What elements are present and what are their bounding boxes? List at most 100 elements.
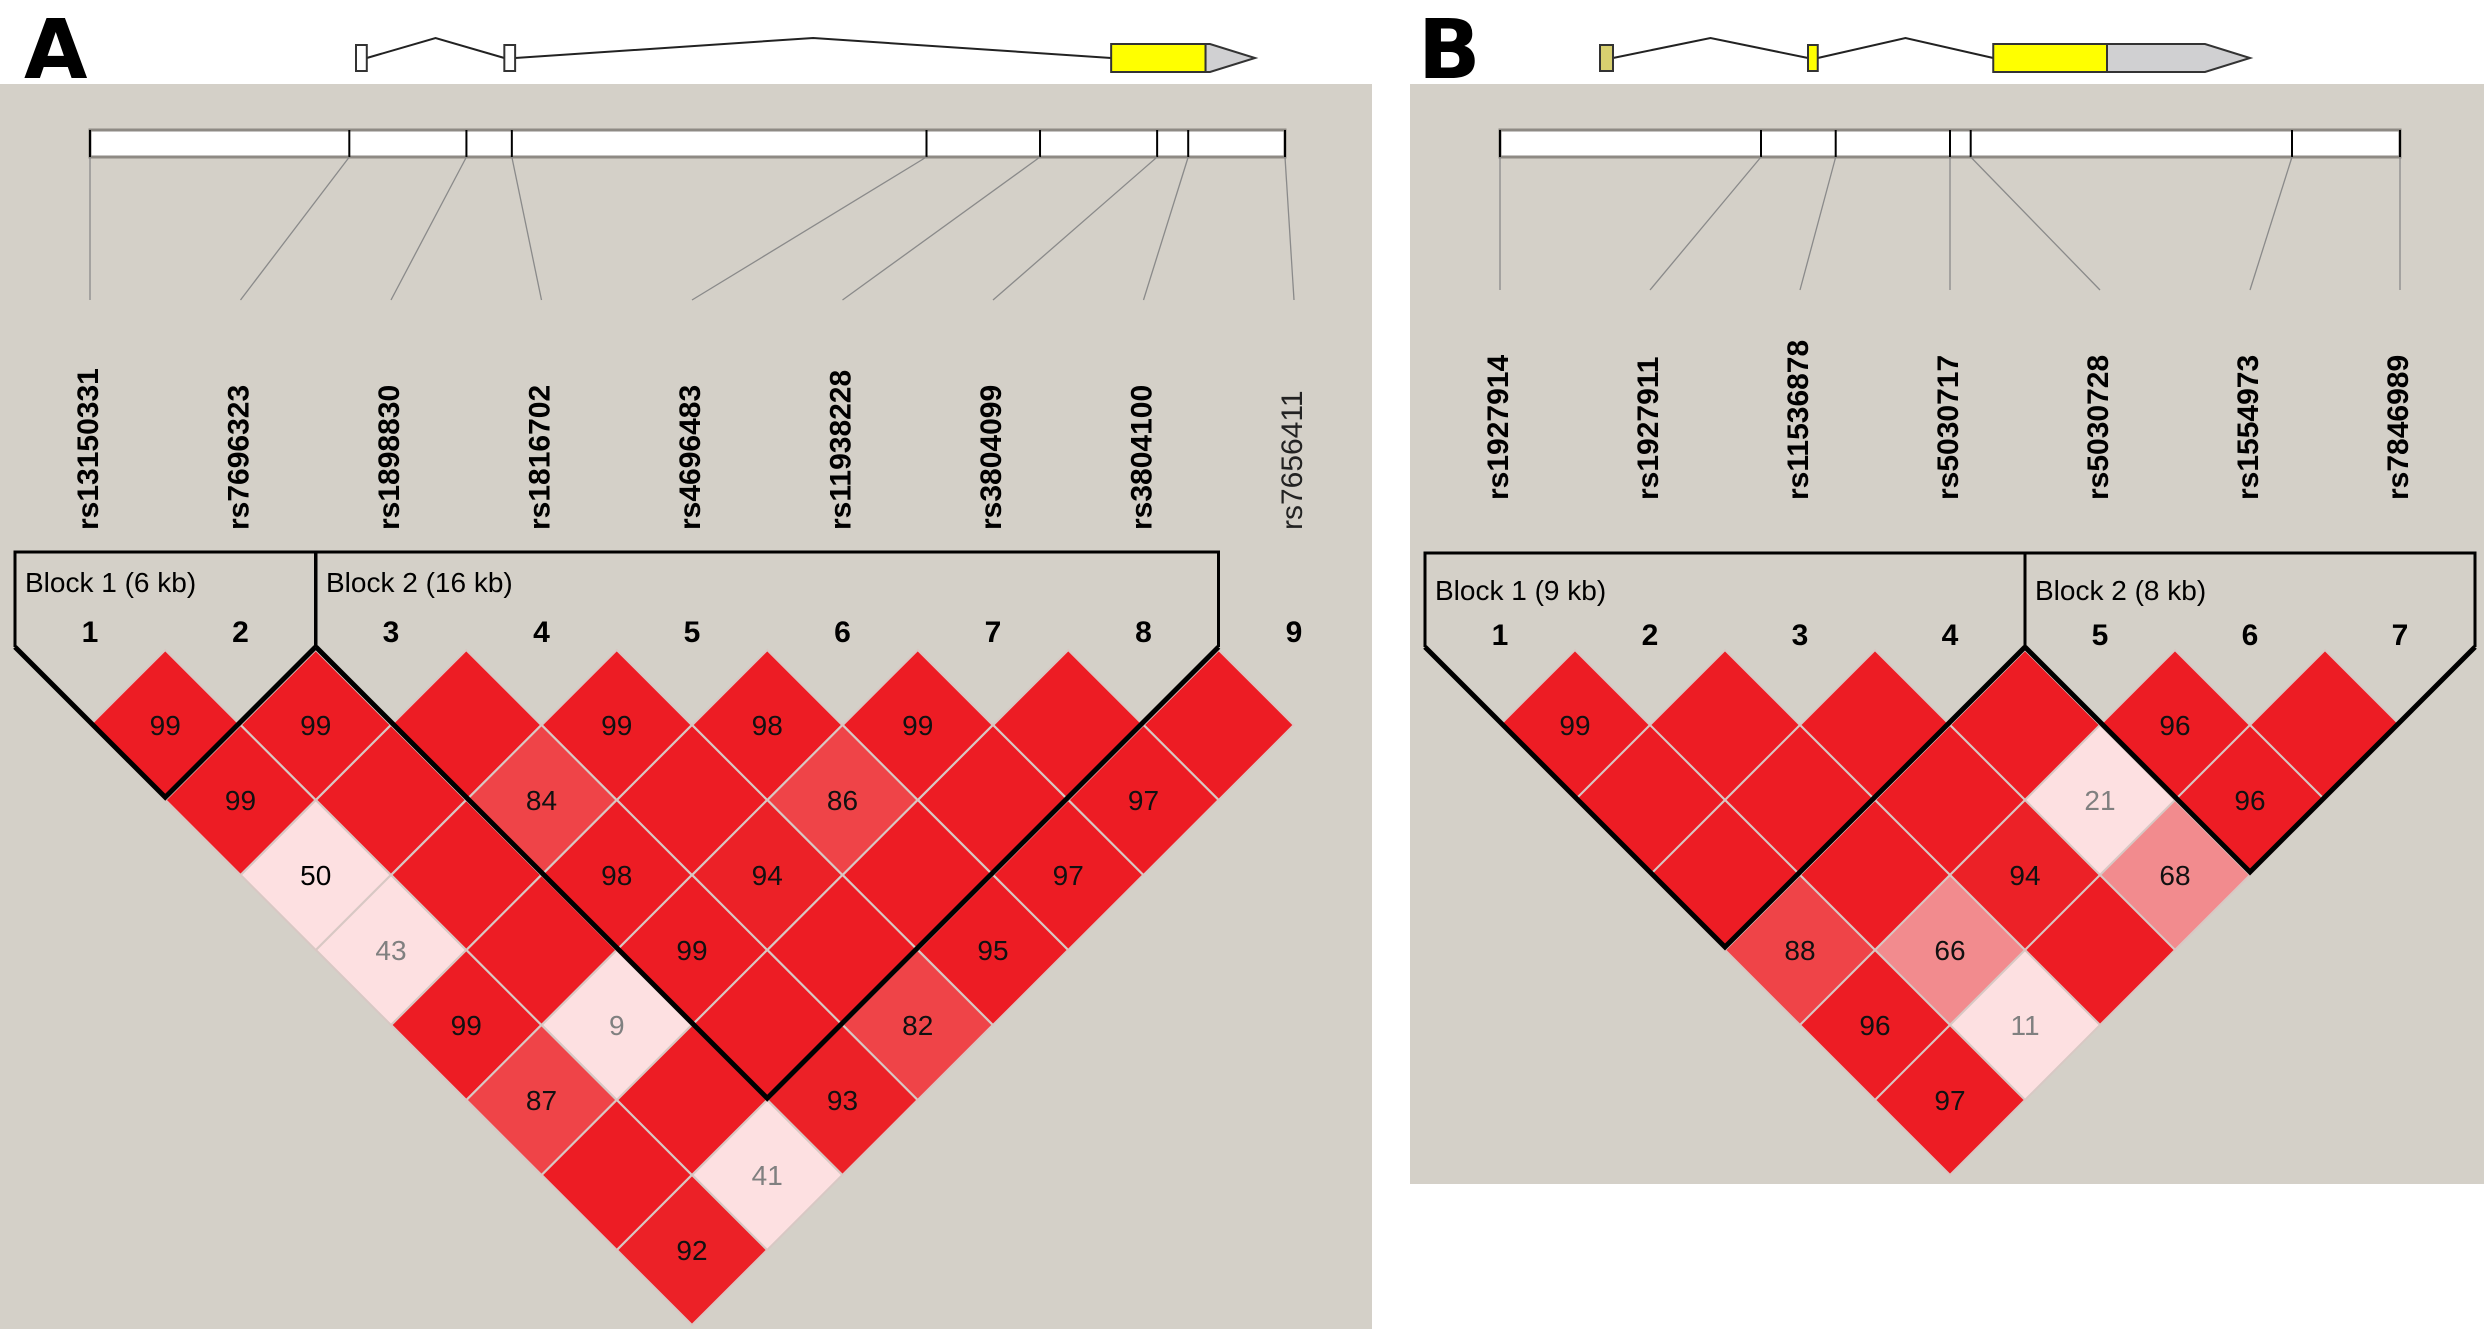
ld-value-label: 99 — [676, 935, 707, 966]
ld-value-label: 94 — [2009, 860, 2040, 891]
intron-line — [1817, 36, 1994, 59]
ld-value-label: 99 — [601, 710, 632, 741]
snp-index-label: 6 — [2242, 619, 2259, 652]
snp-label: rs1816702 — [524, 385, 557, 530]
ld-value-label: 99 — [150, 710, 181, 741]
snp-index-label: 6 — [834, 616, 851, 649]
block-label: Block 1 (6 kb) — [25, 567, 196, 598]
ld-value-label: 93 — [827, 1085, 858, 1116]
snp-index-label: 3 — [1792, 619, 1809, 652]
ld-value-label: 11 — [2010, 1010, 2039, 1041]
ld-value-label: 84 — [526, 785, 557, 816]
ld-value-label: 92 — [676, 1235, 707, 1266]
ld-value-label: 88 — [1784, 935, 1815, 966]
snp-connector — [1970, 156, 2101, 291]
ld-value-label: 96 — [2234, 785, 2265, 816]
snp-label: rs1927911 — [1632, 357, 1665, 501]
block-outline-triangle — [2023, 645, 2477, 876]
exon-2 — [503, 44, 517, 72]
ld-value-label: 99 — [1559, 710, 1590, 741]
snp-label: rs5030728 — [2082, 355, 2115, 500]
snp-label: rs7656411 — [1276, 390, 1309, 530]
snp-label: rs3804100 — [1126, 385, 1159, 530]
snp-index-label: 5 — [2092, 619, 2109, 652]
ld-value-label: 98 — [601, 860, 632, 891]
snp-index-label: 4 — [1942, 619, 1959, 652]
position-bar — [88, 128, 1287, 159]
ld-value-label: 99 — [225, 785, 256, 816]
ld-value-label: 66 — [1934, 935, 1965, 966]
snp-index-label: 4 — [533, 616, 550, 649]
snp-index-label: 7 — [985, 616, 1002, 649]
ld-value-label: 97 — [1128, 785, 1159, 816]
exon-3 — [1110, 43, 1207, 73]
snp-index-label: 3 — [383, 616, 400, 649]
snp-connector — [390, 156, 467, 301]
ld-value-label: 99 — [451, 1010, 482, 1041]
panel-a: rs13150331 rs7696323 rs1898830 rs1816702 rs4… — [0, 36, 1372, 1329]
snp-connector — [1284, 156, 1295, 301]
snp-connector — [2249, 156, 2293, 291]
block-label: Block 2 (8 kb) — [2035, 575, 2206, 606]
block-label: Block 2 (16 kb) — [326, 567, 513, 598]
block-label: Block 1 (9 kb) — [1435, 575, 1606, 606]
ld-cell — [1873, 1023, 2027, 1177]
ld-value-label: 97 — [1934, 1085, 1965, 1116]
ld-value-label: 95 — [977, 935, 1008, 966]
exon-2 — [1807, 44, 1819, 72]
snp-index-label: 8 — [1135, 616, 1152, 649]
ld-value-label: 98 — [752, 710, 783, 741]
snp-index-label: 2 — [1642, 619, 1659, 652]
snp-label: rs1554973 — [2232, 355, 2265, 500]
ld-value-label: 86 — [827, 785, 858, 816]
snp-connector — [842, 156, 1041, 301]
ld-value-label: 68 — [2159, 860, 2190, 891]
exon-1 — [355, 44, 368, 72]
snp-label: rs5030717 — [1932, 355, 1965, 500]
block-outline-top — [314, 550, 1220, 647]
snp-connector — [691, 156, 927, 301]
snp-index-label: 2 — [232, 616, 249, 649]
panel-label-a: A — [24, 3, 88, 98]
snp-label: rs7696323 — [223, 385, 256, 530]
snp-connector — [1142, 156, 1189, 301]
ld-value-label: 94 — [752, 860, 783, 891]
exon-3 — [1992, 43, 2108, 73]
snp-label: rs4696483 — [674, 385, 707, 530]
snp-index-label: 9 — [1286, 616, 1303, 649]
panel-b: rs1927914 rs1927911 rs11536878 rs5030717 rs5… — [1410, 36, 2484, 1184]
ld-value-label: 50 — [300, 860, 331, 891]
ld-value-label: 43 — [375, 935, 406, 966]
snp-label: rs13150331 — [72, 368, 105, 530]
utr-arrow — [2106, 43, 2254, 73]
snp-label: rs1927914 — [1482, 355, 1515, 500]
block-outline-triangle — [1423, 645, 2027, 951]
ld-value-label: 99 — [300, 710, 331, 741]
snp-connector — [1649, 156, 1762, 291]
block-outline-triangle — [314, 645, 1221, 1102]
ld-value-label: 41 — [752, 1160, 783, 1191]
block-outline-triangle — [13, 645, 318, 801]
panel-label-b: B — [1418, 3, 1481, 98]
ld-value-label: 87 — [526, 1085, 557, 1116]
snp-index-label: 7 — [2392, 619, 2409, 652]
snp-index-label: 5 — [684, 616, 701, 649]
snp-connector — [1799, 156, 1837, 291]
snp-label: rs11536878 — [1782, 340, 1815, 500]
snp-label: rs3804099 — [975, 385, 1008, 530]
utr-arrow — [1204, 43, 1259, 73]
ld-value-label: 96 — [1859, 1010, 1890, 1041]
snp-connector — [511, 156, 543, 301]
intron-line — [1612, 36, 1809, 59]
snp-connector — [239, 156, 350, 301]
snp-label: rs1898830 — [373, 385, 406, 530]
ld-cell — [615, 1173, 769, 1327]
snp-index-label: 1 — [82, 616, 99, 649]
ld-value-label: 96 — [2159, 710, 2190, 741]
ld-value-label: 21 — [2084, 785, 2115, 816]
snp-label: rs11938228 — [825, 370, 858, 530]
intron-line — [515, 36, 1112, 59]
snp-label: rs7846989 — [2382, 355, 2415, 500]
snp-connector — [992, 156, 1158, 301]
